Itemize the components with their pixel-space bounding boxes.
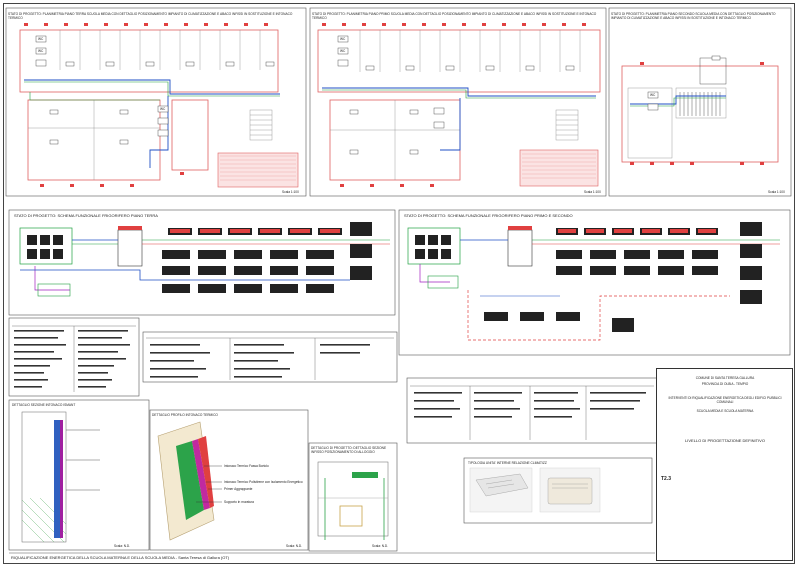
plan-first-floor xyxy=(317,23,601,187)
panel-schema-ground xyxy=(8,209,396,316)
legend-table-mid xyxy=(146,337,394,380)
panel-typology xyxy=(463,457,653,524)
panel-plan-ground xyxy=(5,7,307,197)
schema-ground-floor xyxy=(19,222,390,297)
plan-second-title: STATO DI PROGETTO: PLANIMETRIA PIANO SEC… xyxy=(611,12,776,20)
detail-window-section xyxy=(317,461,389,540)
panel-plan-first xyxy=(309,7,607,197)
title-municipality: COMUNE DI SANTA TERESA GALLURA xyxy=(695,376,755,380)
schema-upper-floors xyxy=(407,222,780,341)
detail-plaster-scale: Scala: N.D. xyxy=(286,544,303,548)
plan-ground-floor xyxy=(19,23,299,188)
plaster-label-3: Primer Aggrappante xyxy=(224,487,253,491)
panel-legend-right xyxy=(406,377,658,444)
panel-schema-upper xyxy=(398,209,791,356)
detail-section-title: DETTAGLIO DI PROGETTO: DETTAGLIO SEZIONE… xyxy=(311,446,387,454)
detail-plaster-profile xyxy=(157,421,222,541)
panel-detail-plaster xyxy=(149,409,309,551)
detail-section-scale: Scala: N.D. xyxy=(372,544,389,548)
plan-first-title: STATO DI PROGETTO: PLANIMETRIA PIANO PRI… xyxy=(312,12,597,20)
footer-label: RIQUALIFICAZIONE ENERGETICA DELLA SCUOLA… xyxy=(11,555,230,560)
plaster-label-1: Intonaco Termico Fassa Bortolo xyxy=(224,464,269,468)
unit-tag-3: WC xyxy=(160,107,166,111)
unit-tag-5: WC xyxy=(340,49,346,53)
panel-detail-section xyxy=(308,442,398,552)
panel-detail-wall xyxy=(8,399,150,551)
plan-second-floor xyxy=(621,55,779,165)
legend-table-right xyxy=(410,385,654,440)
plan-first-scale: Scala 1:100 xyxy=(584,190,601,194)
sheet-frame xyxy=(3,3,795,564)
detail-wall-scale: Scala: N.D. xyxy=(114,544,131,548)
legend-table-left xyxy=(12,325,136,392)
panel-legend-mid xyxy=(142,331,398,383)
title-level: LIVELLO DI PROGETTAZIONE DEFINITIVO xyxy=(685,438,765,443)
title-project-line2: SCUOLA MEDIA E SCUOLA MATERNA xyxy=(696,409,754,413)
title-subtitle: PROVINCIA DI OLBIA - TEMPIO xyxy=(701,382,749,386)
plaster-label-4: Supporto in muratura xyxy=(224,500,254,504)
typology-unit-photos xyxy=(469,467,601,513)
title-block xyxy=(656,368,793,561)
title-project: INTERVENTI DI RIQUALIFICAZIONE ENERGETIC… xyxy=(668,396,782,404)
unit-tag-2: WC xyxy=(38,49,44,53)
plan-second-scale: Scala 1:100 xyxy=(768,190,785,194)
detail-wall-section xyxy=(21,411,100,543)
panel-legend-left xyxy=(8,317,140,397)
schema-upper-title: STATO DI PROGETTO: SCHEMA FUNZIONALE FRI… xyxy=(404,213,573,218)
unit-tag-1: WC xyxy=(38,37,44,41)
unit-tag-6: WC xyxy=(650,93,656,97)
title-drawing-number: T2.3 xyxy=(661,476,672,482)
plaster-label-2: Intonaco Termico Polistirene con Isolame… xyxy=(224,480,303,484)
plan-ground-scale: Scala 1:100 xyxy=(282,190,299,194)
unit-tag-4: WC xyxy=(340,37,346,41)
panel-plan-second xyxy=(608,7,792,197)
typology-title: TIPOLOGIA UNITA' INTERNE RELAZIONE CLIMA… xyxy=(468,461,547,465)
detail-wall-title: DETTAGLIO SEZIONE INTONACO ISMANT xyxy=(12,403,76,407)
detail-plaster-title: DETTAGLIO PROFILO INTONACO TERMICO xyxy=(152,413,218,417)
schema-ground-title: STATO DI PROGETTO: SCHEMA FUNZIONALE FRI… xyxy=(14,213,158,218)
plan-ground-title: STATO DI PROGETTO: PLANIMETRIA PIANO TER… xyxy=(8,12,293,20)
